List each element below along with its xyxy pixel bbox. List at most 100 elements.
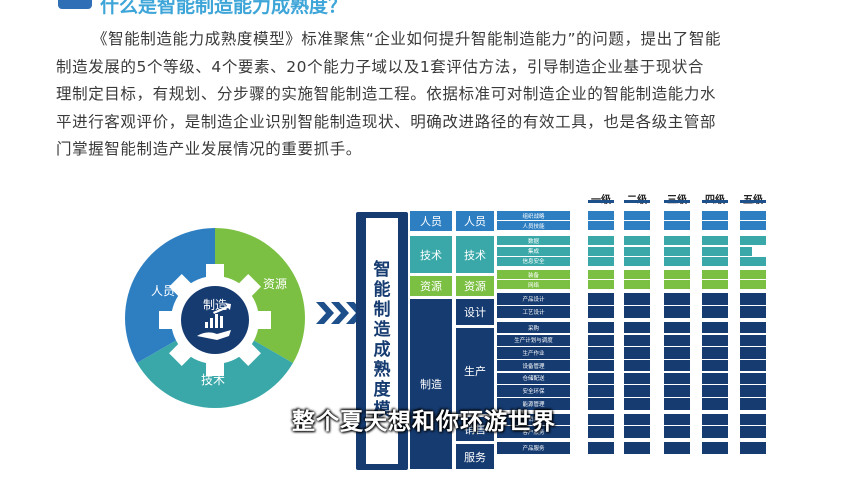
level-cell — [588, 442, 614, 454]
level-header-bar — [702, 200, 728, 203]
capability-item: 组织战略 — [497, 211, 570, 220]
model-title-char: 成 — [373, 340, 391, 360]
level-cell — [664, 270, 690, 279]
level-cell — [588, 246, 614, 256]
domain-personnel: 人员 — [410, 211, 452, 231]
level-cell — [740, 372, 766, 385]
model-title-char: 熟 — [373, 360, 391, 380]
level-cell — [624, 359, 650, 372]
capability-item: 设备管理 — [497, 359, 570, 372]
level-cell — [702, 256, 728, 266]
level-cell — [702, 280, 728, 290]
level-header: 三级 — [660, 191, 694, 206]
model-title-char: 制 — [373, 300, 391, 320]
logo-badge — [58, 0, 92, 9]
subdomain-design: 设计 — [456, 299, 494, 325]
level-cell — [588, 385, 614, 397]
capability-item: 安全环保 — [497, 385, 570, 397]
level-cell — [624, 211, 650, 220]
level-cell — [588, 426, 614, 438]
level-cell — [702, 426, 728, 438]
level-cell — [664, 321, 690, 334]
level-cell — [624, 334, 650, 346]
level-cell — [702, 372, 728, 385]
model-title-char: 能 — [373, 280, 391, 300]
capability-item: 人员技能 — [497, 221, 570, 231]
domain-technology: 技术 — [410, 236, 452, 273]
level-cell — [740, 426, 766, 438]
model-title-char: 造 — [373, 320, 391, 340]
subdomain-sales: 销售 — [456, 417, 494, 441]
level-cell — [740, 334, 766, 346]
capability-item: 销售 — [497, 413, 570, 426]
level-cell — [664, 334, 690, 346]
intro-line: 平进行客观评价，是制造企业识别智能制造现状、明确改进路径的有效工具，也是各级主管… — [56, 112, 717, 131]
level-cell — [702, 334, 728, 346]
level-header: 一级 — [584, 191, 618, 206]
level-cell — [664, 442, 690, 454]
segment-label-technology: 技术 — [201, 373, 225, 387]
level-cell — [588, 221, 614, 231]
segment-label-resources: 资源 — [263, 277, 287, 291]
level-cell — [740, 413, 766, 426]
level-cell — [702, 385, 728, 397]
subdomain-resources: 资源 — [456, 276, 494, 296]
level-header: 四级 — [698, 191, 732, 206]
level-cell — [588, 321, 614, 334]
level-cell — [588, 293, 614, 305]
level-cell — [702, 211, 728, 220]
level-cell — [624, 270, 650, 279]
subdomain-production: 生产 — [456, 328, 494, 414]
level-cell — [664, 280, 690, 290]
level-header-bar — [624, 200, 650, 203]
elements-cycle-diagram: 制造 人员 资源 技术 — [125, 228, 305, 408]
capability-item: 采购 — [497, 321, 570, 334]
level-cell — [588, 413, 614, 426]
level-cell — [664, 221, 690, 231]
level-header-bar — [588, 200, 614, 203]
domain-manufacturing: 制造 — [410, 299, 452, 469]
intro-line: 理制定目标，有规划、分步骤的实施智能制造工程。依据标准可对制造企业的智能制造能力… — [56, 85, 717, 103]
level-cell — [664, 246, 690, 256]
level-cell — [624, 442, 650, 454]
level-cell — [740, 246, 752, 256]
level-cell — [588, 256, 614, 266]
intro-paragraph: 《智能制造能力成熟度模型》标准聚焦“企业如何提升智能制造能力”的问题，提出了智能… — [56, 26, 840, 164]
level-cell — [664, 256, 690, 266]
level-cell — [740, 236, 766, 246]
level-cell — [624, 306, 650, 318]
capability-item: 生产作业 — [497, 347, 570, 359]
level-cell — [664, 398, 690, 410]
level-cell — [740, 256, 766, 266]
segment-label-personnel: 人员 — [151, 284, 175, 298]
intro-line: 《智能制造能力成熟度模型》标准聚焦“企业如何提升智能制造能力”的问题，提出了智能 — [92, 30, 722, 48]
level-cell — [624, 413, 650, 426]
video-subtitle: 整个夏天想和你环游世界 — [292, 409, 556, 435]
level-header: 二级 — [620, 191, 654, 206]
capability-item: 客户服务 — [497, 426, 570, 438]
level-cell — [740, 211, 766, 220]
level-cell — [624, 398, 650, 410]
level-cell — [624, 426, 650, 438]
capability-item: 装备 — [497, 270, 570, 279]
level-cell — [624, 236, 650, 246]
capability-item: 仓储配送 — [497, 372, 570, 385]
level-cell — [624, 385, 650, 397]
level-header: 五级 — [736, 191, 770, 206]
level-cell — [664, 372, 690, 385]
level-cell — [588, 347, 614, 359]
level-cell — [702, 321, 728, 334]
level-cell — [740, 221, 766, 231]
level-cell — [702, 359, 728, 372]
level-cell — [624, 372, 650, 385]
model-title-char: 模 — [373, 400, 391, 420]
level-cell — [664, 306, 690, 318]
subdomain-personnel: 人员 — [456, 211, 494, 231]
level-cell — [588, 211, 614, 220]
model-title-char: 度 — [373, 380, 391, 400]
page-heading: 什么是智能制造能力成熟度？ — [100, 0, 348, 17]
level-cell — [740, 359, 766, 372]
level-cell — [702, 270, 728, 279]
level-cell — [702, 347, 728, 359]
level-cell — [740, 385, 766, 397]
